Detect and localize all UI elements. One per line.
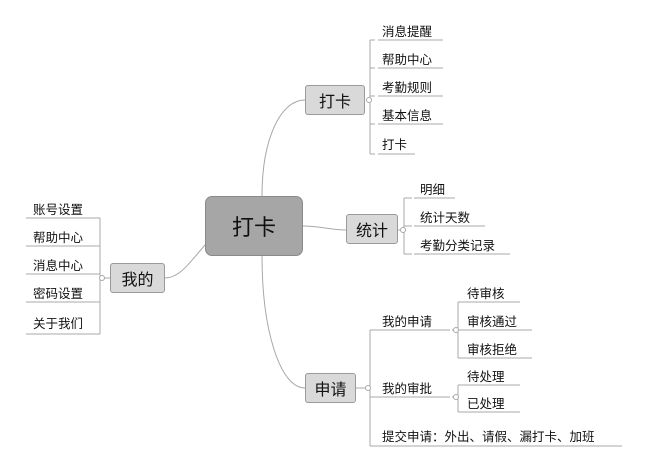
leaf-daka-2: 考勤规则 [382,80,433,95]
node-wode: 我的 [110,263,165,293]
leaf-my-apply-2: 审核拒绝 [467,342,518,357]
leaf-tongji-1: 统计天数 [420,210,471,225]
root-node: 打卡 [205,196,303,256]
leaf-daka-0: 消息提醒 [382,24,433,39]
connector-daka-children [366,39,375,155]
node-daka: 打卡 [305,85,365,115]
leaf-daka-3: 基本信息 [382,108,433,123]
node-wode-label: 我的 [121,270,154,289]
connector-tongji-children [398,197,412,255]
leaf-wode-3: 密码设置 [33,286,84,301]
node-shenqing: 申请 [305,373,356,403]
leaf-my-apply-0: 待审核 [467,286,505,301]
leaf-my-apply-1: 审核通过 [467,314,518,329]
connector-root-daka [261,99,306,197]
leaf-wode-1: 帮助中心 [33,230,84,245]
node-tongji: 统计 [346,214,398,244]
leaf-tongji-0: 明细 [420,182,446,197]
leaf-wode-2: 消息中心 [33,258,84,273]
node-tongji-label: 统计 [355,221,388,240]
leaf-submit: 提交申请：外出、请假、漏打卡、加班 [382,429,595,444]
leaf-daka-1: 帮助中心 [382,52,433,67]
node-shenqing-label: 申请 [314,380,347,399]
subnode-my-approve: 我的审批 [382,381,433,396]
leaf-my-approve-1: 已处理 [467,396,505,411]
leaf-tongji-2: 考勤分类记录 [420,238,496,253]
node-daka-label: 打卡 [318,92,351,111]
connector-root-tongji [302,225,347,231]
leaf-wode-0: 账号设置 [33,202,84,217]
leaf-my-approve-0: 待处理 [467,369,505,384]
leaf-daka-4: 打卡 [382,137,408,152]
connector-root-wode [164,244,206,279]
subnode-my-apply: 我的申请 [382,314,433,329]
root-label: 打卡 [231,216,276,241]
connector-root-shenqing [261,255,306,389]
leaf-wode-4: 关于我们 [33,316,84,331]
